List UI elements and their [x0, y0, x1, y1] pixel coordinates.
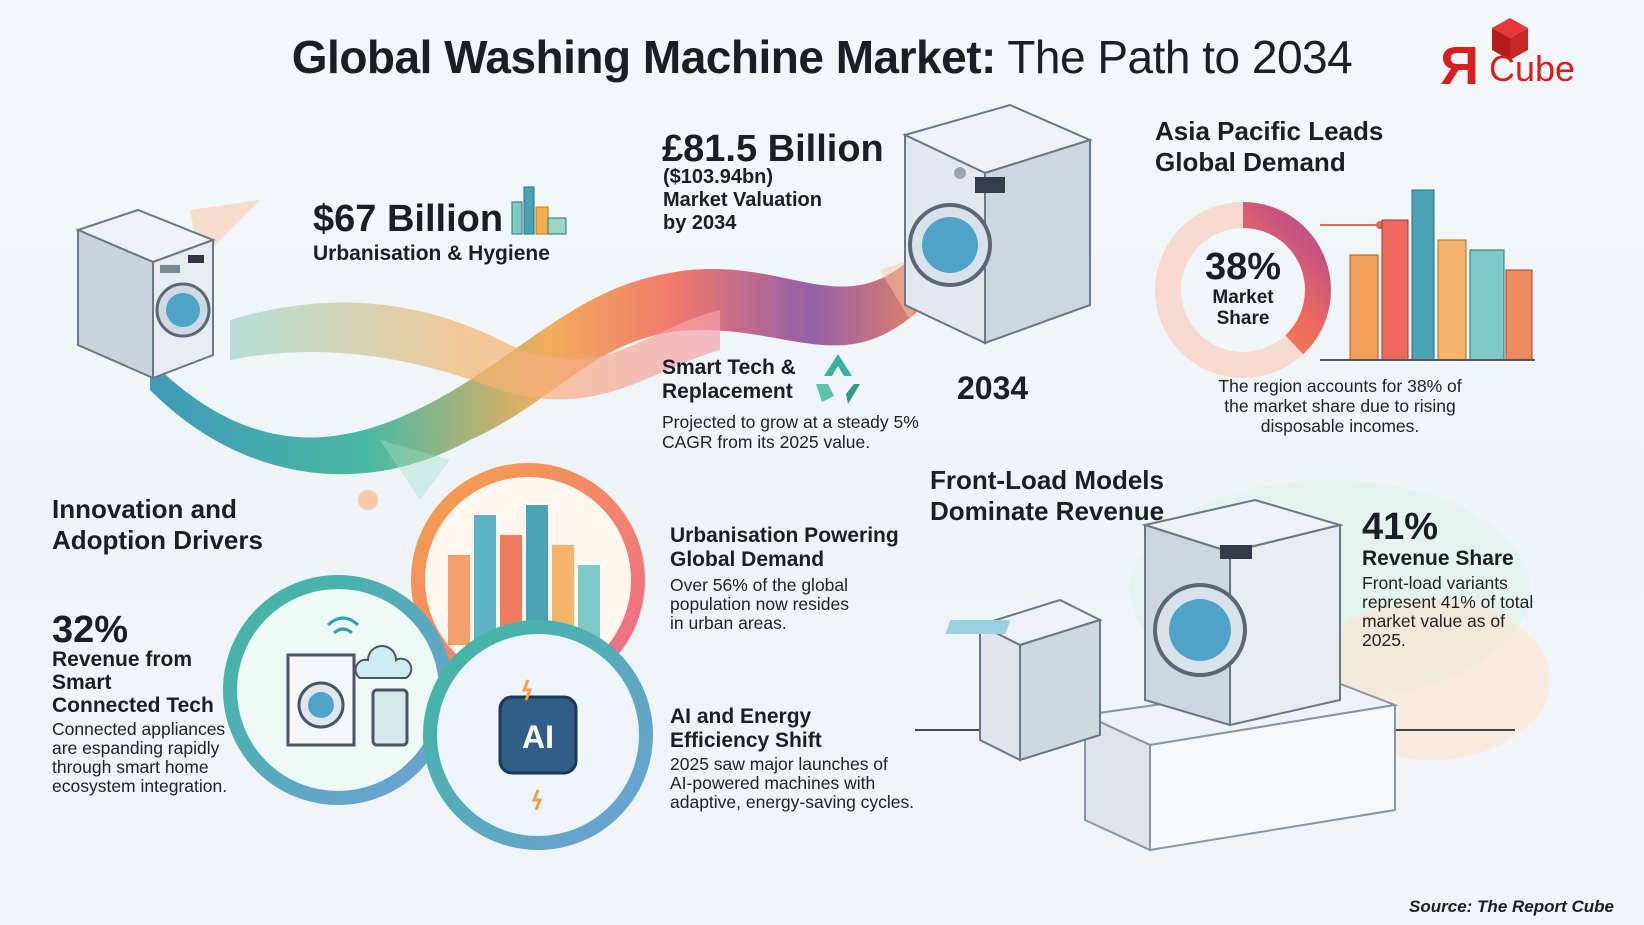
- smart32-desc-2: are espanding rapidly: [52, 738, 220, 758]
- stat-815-details: ($103.94bn) Market Valuation by 2034: [663, 166, 822, 235]
- asia-title: Asia Pacific Leads Global Demand: [1155, 116, 1383, 178]
- year-2034-label: 2034: [957, 370, 1029, 406]
- smart32-label-2: Smart: [52, 671, 112, 694]
- drivers-illustration: [223, 463, 653, 850]
- asia-label-2: Share: [1216, 308, 1270, 329]
- smart-tech-desc-1: Projected to grow at a steady 5%: [662, 412, 919, 432]
- washing-machine-2034-icon: [902, 103, 1093, 345]
- ai-desc-3: adaptive, energy-saving cycles.: [670, 792, 915, 812]
- skyline-icon: [1320, 189, 1535, 361]
- page-title: Global Washing Machine Market: The Path …: [0, 30, 1644, 84]
- smart32-label-1: Revenue from: [52, 648, 193, 671]
- recycle-icon: [816, 354, 860, 404]
- asia-title-1: Asia Pacific Leads: [1155, 116, 1384, 146]
- asia-percent: 38%: [1204, 246, 1282, 288]
- donut-center-labels: 38% Market Share: [1148, 247, 1338, 329]
- title-bold: Global Washing Machine Market:: [291, 31, 997, 83]
- brand-logo: [1430, 8, 1630, 93]
- innovation-title-1: Innovation and: [52, 494, 237, 524]
- smart32-desc-3: through smart home: [52, 757, 209, 777]
- asia-desc-2: the market share due to rising: [1224, 396, 1456, 416]
- smart-tech-desc: Projected to grow at a steady 5% CAGR fr…: [662, 412, 919, 452]
- title-light: The Path to 2034: [1007, 31, 1353, 83]
- frontload-desc-4: 2025.: [1362, 630, 1406, 650]
- front-load-washer-icon: [1141, 498, 1344, 727]
- frontload-desc: Front-load variants represent 41% of tot…: [1362, 574, 1533, 650]
- top-load-washer-icon: [945, 598, 1103, 762]
- urban-title: Urbanisation Powering Global Demand: [670, 524, 899, 572]
- city-icon: [511, 186, 567, 235]
- smart32-desc: Connected appliances are espanding rapid…: [52, 720, 227, 796]
- asia-desc-3: disposable incomes.: [1260, 416, 1420, 436]
- urban-desc-2: population now resides: [670, 594, 850, 614]
- market-share-donut: [1155, 202, 1331, 378]
- stat-815-value: £81.5 Billion: [662, 128, 884, 170]
- ai-title-2: Efficiency Shift: [670, 729, 822, 752]
- urban-title-1: Urbanisation Powering: [670, 524, 899, 547]
- asia-title-2: Global Demand: [1155, 147, 1346, 177]
- frontload-label: Revenue Share: [1362, 547, 1514, 570]
- smart-tech-desc-2: CAGR from its 2025 value.: [662, 432, 871, 452]
- smart32-desc-1: Connected appliances: [52, 719, 226, 739]
- ai-title-1: AI and Energy: [670, 705, 812, 728]
- ai-desc-2: AI-powered machines with: [670, 773, 876, 793]
- urban-title-2: Global Demand: [670, 548, 825, 571]
- smart32-desc-4: ecosystem integration.: [52, 776, 228, 796]
- frontload-title: Front-Load Models Dominate Revenue: [930, 465, 1164, 527]
- logo-cube-icon: [1492, 18, 1528, 60]
- smart-tech-title: Smart Tech & Replacement: [662, 356, 796, 404]
- frontload-desc-2: represent 41% of total: [1362, 592, 1534, 612]
- logo-text: Cube: [1489, 48, 1576, 89]
- smart32-percent: 32%: [52, 609, 129, 651]
- smart32-labels: Revenue from Smart Connected Tech: [52, 648, 214, 717]
- smart-tech-title-1: Smart Tech &: [662, 356, 796, 379]
- frontload-title-1: Front-Load Models: [930, 465, 1164, 495]
- frontload-desc-1: Front-load variants: [1362, 573, 1508, 593]
- stat-67-label: Urbanisation & Hygiene: [313, 242, 550, 265]
- urban-desc: Over 56% of the global population now re…: [670, 576, 849, 633]
- frontload-percent: 41%: [1362, 506, 1439, 548]
- washing-machine-left-icon: [75, 208, 216, 380]
- source-credit: Source: The Report Cube: [1409, 897, 1614, 916]
- asia-desc: The region accounts for 38% of the marke…: [1170, 376, 1510, 436]
- frontload-desc-3: market value as of: [1362, 611, 1505, 631]
- frontload-title-2: Dominate Revenue: [930, 496, 1165, 526]
- stat-815-line2: Market Valuation: [663, 189, 822, 211]
- smart-tech-title-2: Replacement: [662, 380, 793, 403]
- urban-desc-3: in urban areas.: [670, 613, 787, 633]
- ai-chip-icon: [498, 695, 578, 775]
- city-skyline-icon: [448, 505, 600, 645]
- innovation-title: Innovation and Adoption Drivers: [52, 494, 263, 556]
- urban-desc-1: Over 56% of the global: [670, 575, 849, 595]
- front-load-illustration: [915, 480, 1550, 852]
- innovation-title-2: Adoption Drivers: [52, 525, 263, 555]
- ai-title: AI and Energy Efficiency Shift: [670, 705, 822, 753]
- donut-arc: [1155, 202, 1331, 378]
- smart32-label-3: Connected Tech: [52, 694, 214, 717]
- ai-chip-label: AI: [522, 719, 554, 755]
- asia-label-1: Market: [1212, 287, 1274, 308]
- stat-815-line3: by 2034: [663, 212, 737, 234]
- asia-desc-1: The region accounts for 38% of: [1218, 376, 1462, 396]
- connected-devices-icon: [286, 616, 413, 747]
- stat-815-usd: ($103.94bn): [663, 166, 774, 188]
- stat-67-value: $67 Billion: [313, 198, 504, 240]
- ai-desc: 2025 saw major launches of AI-powered ma…: [670, 755, 914, 812]
- ai-desc-1: 2025 saw major launches of: [670, 754, 888, 774]
